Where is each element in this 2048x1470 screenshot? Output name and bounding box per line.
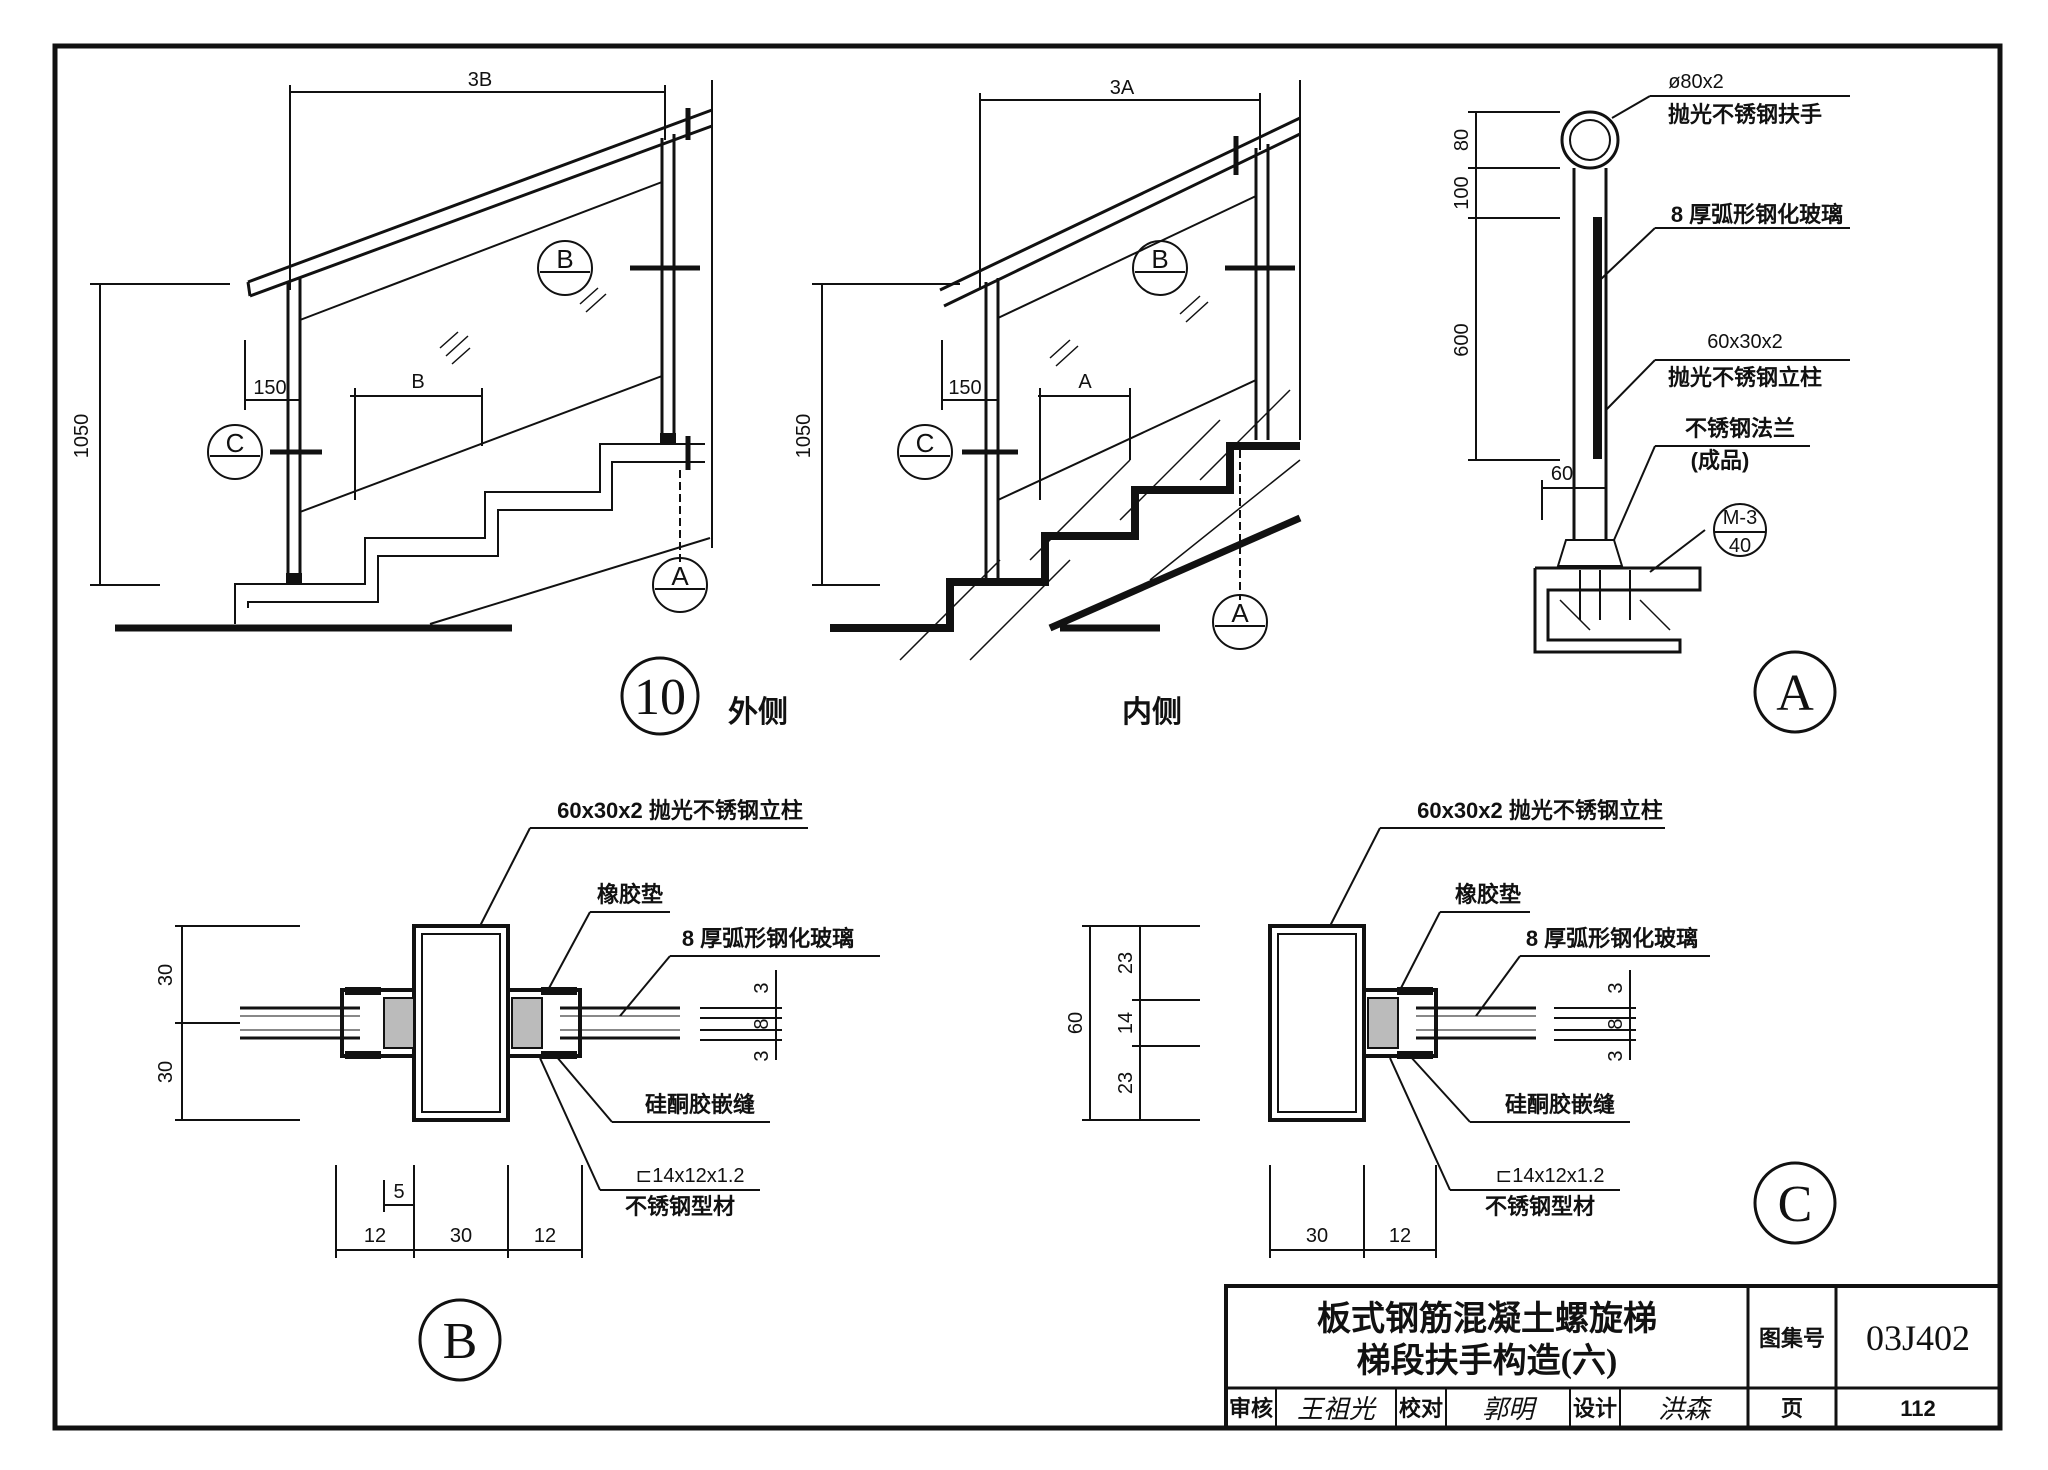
post-size-a: 60x30x2 [1707, 331, 1783, 353]
caption-outer: 外侧 [728, 696, 788, 729]
dim-c-12: 12 [1389, 1225, 1411, 1247]
dim-c-30: 30 [1306, 1225, 1328, 1247]
callout-b-inner: B [1151, 244, 1168, 274]
detail-10-number: 10 [634, 669, 686, 726]
check-signature: 郭明 [1482, 1395, 1538, 1425]
dim-b-30-top: 30 [155, 964, 177, 986]
dim-3a: 3A [1110, 77, 1135, 99]
atlas-label: 图集号 [1759, 1326, 1825, 1351]
channel-size-b: ⊏14x12x1.2 [635, 1165, 744, 1187]
dim-c-60: 60 [1065, 1012, 1087, 1034]
dim-150-inner: 150 [948, 377, 981, 399]
dim-b-8: 8 [751, 1018, 773, 1029]
dim-1050-inner: 1050 [793, 414, 815, 459]
dim-c-23-top: 23 [1115, 952, 1137, 974]
dim-c-3-top: 3 [1605, 982, 1627, 993]
glass-label-c: 8 厚弧形钢化玻璃 [1526, 926, 1698, 951]
dim-b-3-bottom: 3 [751, 1050, 773, 1061]
dim-3b: 3B [468, 69, 492, 91]
dim-c-23-bottom: 23 [1115, 1072, 1137, 1094]
detail-c [1082, 827, 1837, 1258]
detail-b [175, 827, 880, 1382]
dim-150-outer: 150 [253, 377, 286, 399]
ref-bottom: 40 [1729, 535, 1751, 557]
dim-b-3-top: 3 [751, 982, 773, 993]
detail-a-text: ø80x2 抛光不锈钢扶手 8 厚弧形钢化玻璃 60x30x2 抛光不锈钢立柱 … [1451, 71, 1843, 722]
callout-c-outer: C [226, 428, 245, 458]
handrail-size: ø80x2 [1668, 71, 1724, 93]
review-signature: 王祖光 [1297, 1395, 1377, 1425]
detail-a [1468, 95, 1850, 734]
callout-c-inner: C [916, 428, 935, 458]
dim-b-30: 30 [450, 1225, 472, 1247]
review-label: 审核 [1229, 1396, 1273, 1421]
elevation-inner [812, 80, 1302, 661]
silicone-label-c: 硅酮胶嵌缝 [1505, 1092, 1615, 1117]
callout-a-outer: A [671, 561, 689, 591]
channel-size-c: ⊏14x12x1.2 [1495, 1165, 1604, 1187]
design-signature: 洪森 [1658, 1395, 1713, 1425]
dim-b-30-bottom: 30 [155, 1061, 177, 1083]
dim-a-100: 100 [1451, 176, 1473, 209]
elevation-outer-text: 3B 1050 150 B B C A [71, 69, 689, 591]
elevation-inner-text: 3A 1050 150 A B C A [793, 77, 1249, 628]
title-block [1224, 1284, 2002, 1430]
check-label: 校对 [1399, 1396, 1443, 1421]
dim-a-600: 600 [1451, 323, 1473, 356]
callout-a-inner: A [1231, 598, 1249, 628]
page-number: 112 [1900, 1396, 1936, 1421]
title-block-text: 板式钢筋混凝土螺旋梯 梯段扶手构造(六) 图集号 03J402 页 112 审核… [1229, 1300, 1970, 1425]
dim-b-span: B [411, 371, 424, 393]
detail-b-letter: B [443, 1313, 478, 1370]
detail-b-text: 60x30x2 抛光不锈钢立柱 橡胶垫 8 厚弧形钢化玻璃 硅酮胶嵌缝 ⊏14x… [155, 798, 854, 1370]
sheet-border [52, 43, 2003, 1431]
elevation-outer [90, 80, 713, 632]
rubber-label-c: 橡胶垫 [1455, 882, 1521, 907]
detail-10-caption: 10 外侧 内侧 [620, 656, 1182, 736]
detail-c-text: 60x30x2 抛光不锈钢立柱 橡胶垫 8 厚弧形钢化玻璃 硅酮胶嵌缝 ⊏14x… [1065, 798, 1812, 1247]
dim-b-12-right: 12 [534, 1225, 556, 1247]
page-label: 页 [1781, 1396, 1803, 1421]
dim-1050-outer: 1050 [71, 414, 93, 459]
detail-c-letter: C [1778, 1176, 1813, 1233]
post-label-c: 60x30x2 抛光不锈钢立柱 [1417, 798, 1663, 823]
flange-label: 不锈钢法兰 [1685, 416, 1795, 441]
atlas-code: 03J402 [1866, 1318, 1970, 1358]
caption-inner: 内侧 [1122, 696, 1182, 729]
silicone-label-b: 硅酮胶嵌缝 [645, 1092, 755, 1117]
post-label-a: 抛光不锈钢立柱 [1668, 365, 1822, 390]
dim-c-8: 8 [1605, 1018, 1627, 1029]
callout-b-outer: B [556, 244, 573, 274]
glass-label-a: 8 厚弧形钢化玻璃 [1671, 202, 1843, 227]
dim-c-3-bottom: 3 [1605, 1050, 1627, 1061]
title-line-1: 板式钢筋混凝土螺旋梯 [1317, 1300, 1657, 1338]
dim-a-span: A [1078, 371, 1092, 393]
dim-a-60: 60 [1551, 463, 1573, 485]
dim-b-12-left: 12 [364, 1225, 386, 1247]
handrail-label: 抛光不锈钢扶手 [1668, 102, 1822, 127]
detail-a-letter: A [1776, 665, 1814, 722]
title-line-2: 梯段扶手构造(六) [1357, 1341, 1618, 1380]
ref-top: M-3 [1723, 507, 1757, 529]
channel-label-b: 不锈钢型材 [625, 1194, 735, 1219]
post-label-b: 60x30x2 抛光不锈钢立柱 [557, 798, 803, 823]
design-label: 设计 [1573, 1396, 1617, 1421]
detail-10-circle [620, 656, 700, 736]
flange-note: (成品) [1691, 448, 1750, 473]
rubber-label-b: 橡胶垫 [597, 882, 663, 907]
glass-label-b: 8 厚弧形钢化玻璃 [682, 926, 854, 951]
dim-b-5: 5 [393, 1181, 404, 1203]
channel-label-c: 不锈钢型材 [1485, 1194, 1595, 1219]
dim-a-80: 80 [1451, 129, 1473, 151]
dim-c-14: 14 [1115, 1012, 1137, 1034]
